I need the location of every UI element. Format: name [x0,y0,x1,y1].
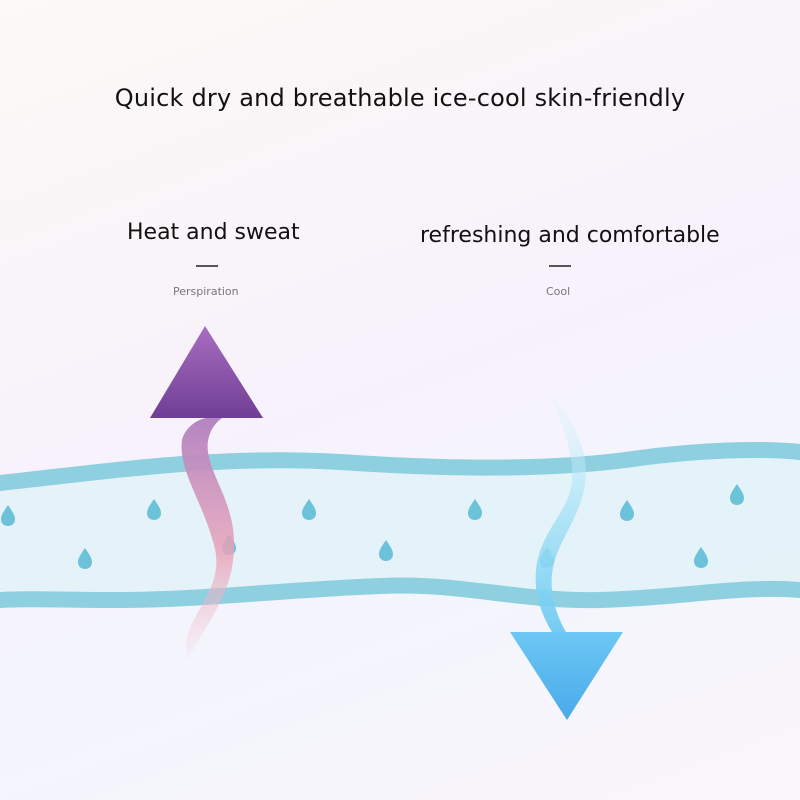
perspiration-label: Perspiration [173,285,239,298]
right-divider [549,265,571,267]
up-arrow-icon [150,326,263,660]
left-divider [196,265,218,267]
page-headline: Quick dry and breathable ice-cool skin-f… [114,84,686,112]
fabric-top-edge [0,442,800,491]
heat-and-sweat-title: Heat and sweat [127,220,300,245]
down-arrow-icon [510,390,623,720]
refreshing-title: refreshing and comfortable [420,223,720,248]
cool-label: Cool [546,285,571,298]
fabric-bottom-edge [0,577,800,609]
